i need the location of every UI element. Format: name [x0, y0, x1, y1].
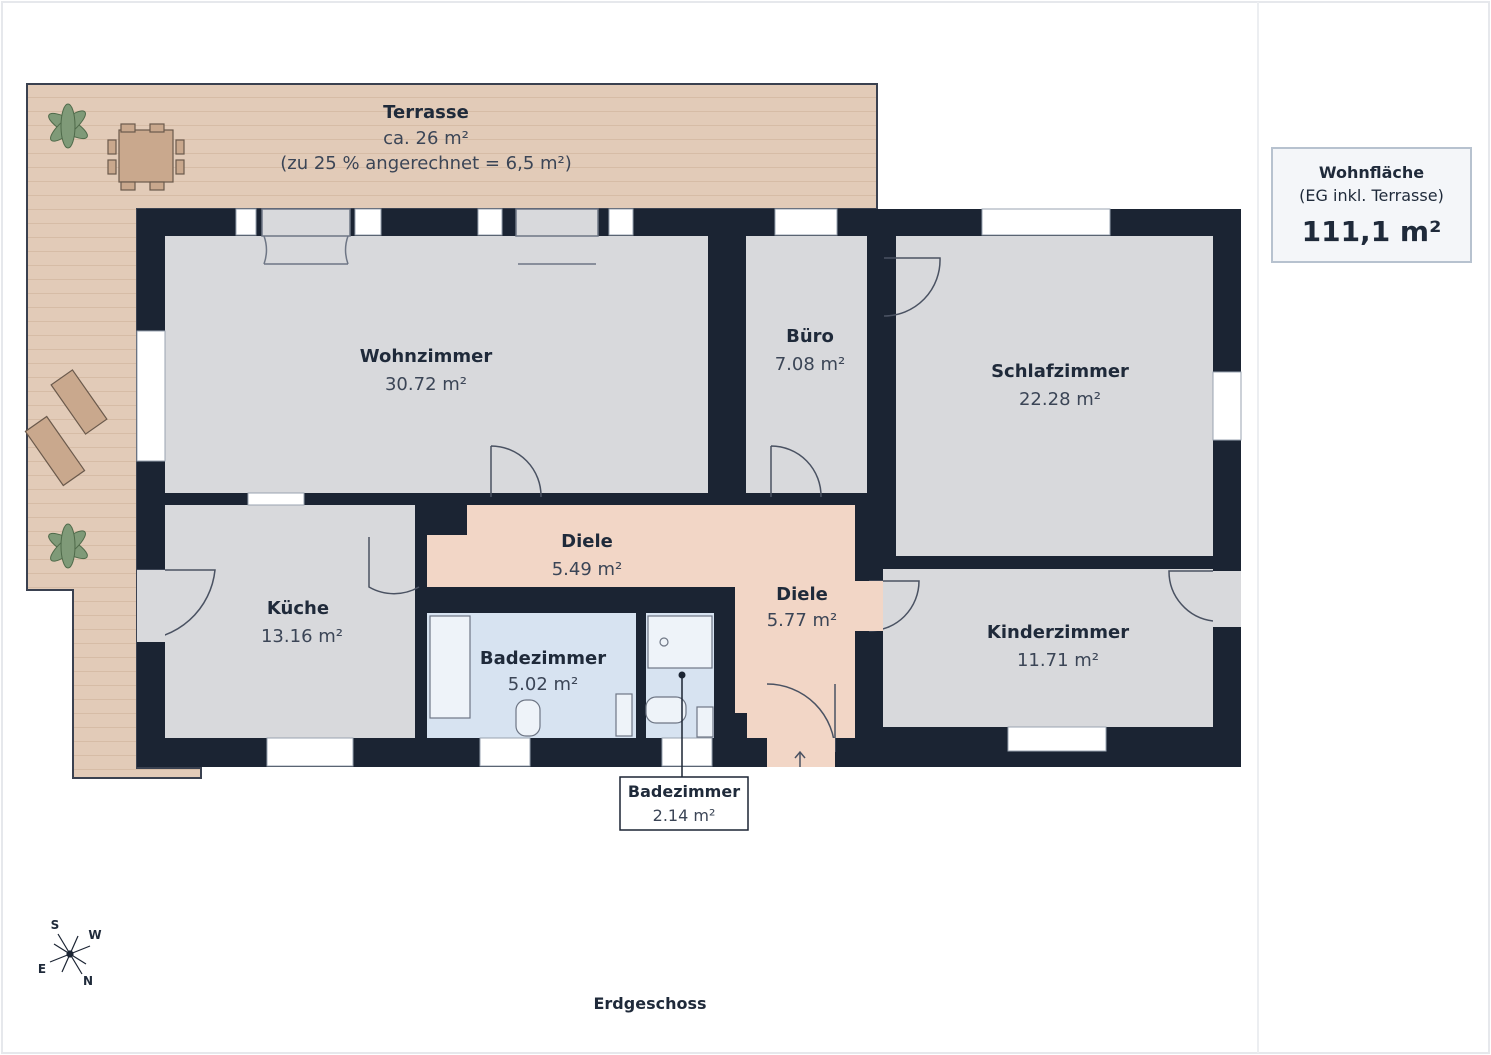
label-kinderzimmer-area: 11.71 m²: [1017, 650, 1099, 671]
doors: [136, 257, 1214, 753]
label-badezimmer-2-area: 2.14 m²: [653, 806, 716, 825]
label-badezimmer-1-area: 5.02 m²: [508, 674, 579, 695]
compass-w: W: [88, 928, 101, 942]
room-wohnzimmer: [165, 236, 708, 493]
plant-icon: [48, 103, 88, 569]
sun-loungers: [24, 369, 108, 487]
callout-box: [619, 776, 749, 831]
terrace-note: (zu 25 % angerechnet = 6,5 m²): [280, 153, 572, 174]
label-diele-1-area: 5.49 m²: [552, 559, 623, 580]
label-wohnzimmer-name: Wohnzimmer: [360, 346, 493, 367]
label-kueche-name: Küche: [267, 598, 329, 619]
summary-subtitle: (EG inkl. Terrasse): [1299, 186, 1444, 205]
door-openings: [137, 570, 1241, 642]
bath-fixtures: [429, 615, 714, 738]
room-kinderzimmer: [883, 569, 1213, 727]
summary-title: Wohnfläche: [1318, 163, 1425, 182]
label-badezimmer-1-name: Badezimmer: [480, 648, 606, 669]
room-buero: [746, 236, 867, 493]
living-area-summary: Wohnfläche (EG inkl. Terrasse) 111,1 m²: [1271, 147, 1472, 263]
label-schlafzimmer-area: 22.28 m²: [1019, 389, 1101, 410]
summary-value: 111,1 m²: [1301, 215, 1442, 248]
floor-label: Erdgeschoss: [593, 994, 707, 1013]
label-diele-1-name: Diele: [561, 531, 613, 552]
label-kueche-area: 13.16 m²: [261, 626, 343, 647]
compass-e: E: [38, 962, 46, 976]
windows: [136, 208, 1242, 767]
compass-s: S: [51, 918, 60, 932]
label-kinderzimmer-name: Kinderzimmer: [987, 622, 1129, 643]
terrace-doors: [261, 208, 599, 265]
terrace-table: [107, 123, 185, 191]
top-wall-line: [137, 209, 1241, 211]
label-diele-2-name: Diele: [776, 584, 828, 605]
room-kueche: [165, 505, 415, 738]
room-diele: [427, 505, 855, 738]
compass-icon: [49, 933, 91, 975]
label-schlafzimmer-name: Schlafzimmer: [991, 361, 1129, 382]
label-wohnzimmer-area: 30.72 m²: [385, 374, 467, 395]
label-buero-area: 7.08 m²: [775, 354, 846, 375]
terrace-name: Terrasse: [383, 102, 469, 123]
room-schlafzimmer: [896, 236, 1213, 556]
compass-n: N: [83, 974, 93, 988]
label-badezimmer-2-name: Badezimmer: [628, 782, 740, 801]
label-diele-2-area: 5.77 m²: [767, 610, 838, 631]
label-buero-name: Büro: [786, 326, 834, 347]
terrace-area: ca. 26 m²: [383, 128, 469, 149]
